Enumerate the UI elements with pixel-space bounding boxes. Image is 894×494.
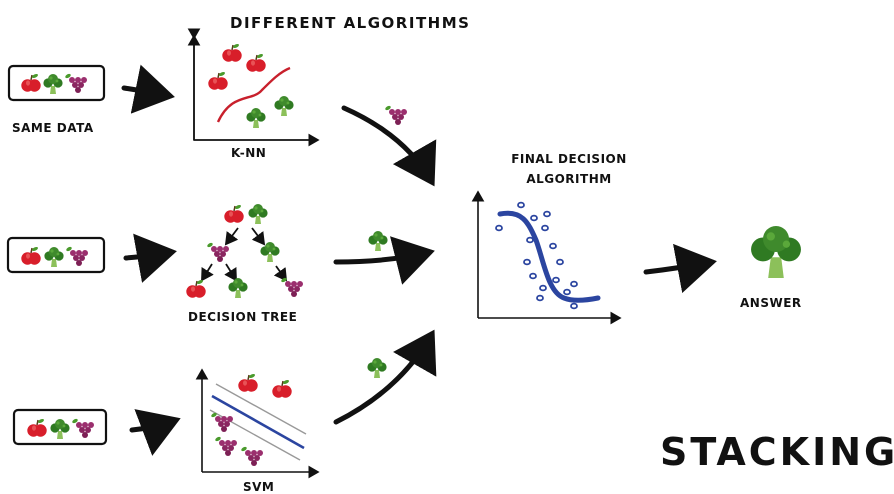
final-decision-plot <box>471 190 622 325</box>
apple-icon <box>223 203 245 224</box>
grapes-icon <box>240 445 263 466</box>
grapes-icon <box>280 276 303 297</box>
answer-broccoli-icon <box>751 226 801 278</box>
grapes-icon <box>206 241 229 262</box>
grapes-icon <box>210 411 233 432</box>
arrow-data-to-tree <box>123 233 177 283</box>
apple-icon <box>26 417 48 438</box>
algorithm-label-knn: K-NN <box>231 146 267 160</box>
grapes-icon <box>214 435 237 456</box>
final-label-line2: ALGORITHM <box>526 172 612 186</box>
grapes-icon <box>384 104 407 125</box>
apple-icon <box>245 52 267 73</box>
arrow-svm-to-final <box>333 329 437 425</box>
apple-icon <box>20 245 42 266</box>
grapes-icon <box>71 417 94 438</box>
broccoli-icon <box>44 247 64 267</box>
apple-icon <box>20 72 42 93</box>
apple-icon <box>185 278 207 299</box>
decision-tree <box>185 203 303 299</box>
apple-icon <box>271 378 293 399</box>
data-box-3 <box>12 408 108 446</box>
algorithm-label-svm: SVM <box>243 480 275 494</box>
arrow-knn-to-final <box>341 105 437 187</box>
arrow-data-to-knn <box>121 64 175 114</box>
knn-plot <box>187 28 320 147</box>
broccoli-icon <box>367 358 387 378</box>
broccoli-icon <box>248 204 268 224</box>
apple-icon <box>221 42 243 63</box>
data-box-2 <box>6 236 106 274</box>
broccoli-icon <box>50 419 70 439</box>
arrow-tree-to-final <box>333 236 435 285</box>
grapes-icon <box>64 72 87 93</box>
svm-plot <box>195 368 320 479</box>
broccoli-icon <box>43 74 63 94</box>
grapes-icon <box>65 245 88 266</box>
apple-icon <box>207 70 229 91</box>
broccoli-icon <box>228 278 248 298</box>
input-label: SAME DATA <box>12 121 94 135</box>
answer-label: ANSWER <box>740 296 802 310</box>
broccoli-icon <box>260 242 280 262</box>
apple-icon <box>237 372 259 393</box>
broccoli-icon <box>368 231 388 251</box>
method-label: STACKING <box>660 430 894 474</box>
broccoli-icon <box>274 96 294 116</box>
broccoli-icon <box>246 108 266 128</box>
final-label-line1: FINAL DECISION <box>511 152 627 166</box>
diagram-title: DIFFERENT ALGORITHMS <box>230 14 471 32</box>
arrow-final-to-answer <box>643 243 717 294</box>
data-box-1 <box>7 64 106 102</box>
arrow-data-to-svm <box>129 409 181 456</box>
algorithm-label-tree: DECISION TREE <box>188 310 298 324</box>
